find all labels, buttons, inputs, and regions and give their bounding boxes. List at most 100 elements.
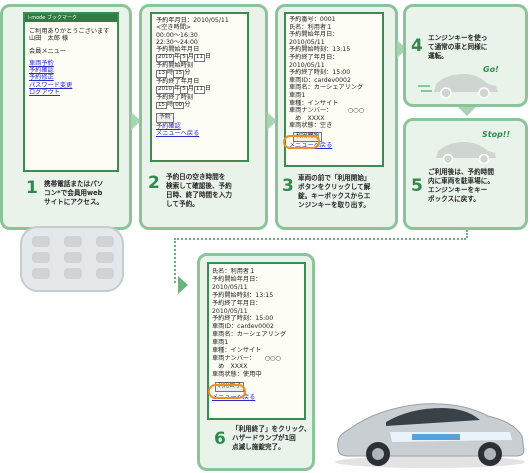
start-hour-select[interactable]: 13 <box>156 70 167 78</box>
menu-link-password[interactable]: パスワード変更 <box>29 81 73 89</box>
desc-line: 運転。 <box>428 52 448 60</box>
phone-key <box>96 268 114 279</box>
step-5-number: 5 <box>411 176 423 196</box>
step-6-phone-screen: 氏名：利用者１ 予約開始年月日： 2010/05/11 予約開始時刻：13:15… <box>207 262 306 420</box>
step-4-number: 4 <box>411 36 423 56</box>
arrow-4-to-5 <box>458 107 476 116</box>
reserve-button[interactable]: 予約 <box>156 113 174 123</box>
screen-2-label: 予約終了年月日 <box>156 77 200 85</box>
stop-label: Stop!! <box>482 130 511 139</box>
end-minute-select[interactable]: 00 <box>173 101 185 110</box>
screen-6-line: 車種：インサイト <box>212 347 262 355</box>
screen-3-line: 車両ナンバー： ○○○ <box>289 107 364 115</box>
screen-3-line: 予約開始時刻：13:15 <box>289 46 351 54</box>
step-6-number: 6 <box>214 429 226 449</box>
desc-line: サイトにアクセス。 <box>44 198 104 206</box>
screen-3-line: 車両ID：cardev0002 <box>289 76 351 84</box>
phone-key <box>64 268 82 279</box>
screen-2-line: 予約年月日：2010/05/11 <box>156 17 229 24</box>
screen-1-line: 山田 太郎 様 <box>29 35 69 43</box>
connector-line <box>174 238 176 283</box>
back-to-menu-link[interactable]: メニューへ戻る <box>289 141 333 149</box>
screen-1-line: ご利用ありがとうございます <box>29 28 110 35</box>
screen-6-line: 予約終了年月日： <box>212 299 262 307</box>
start-minute-select[interactable]: 15 <box>173 70 185 78</box>
desc-line: 日時、終了時間を入力 <box>166 191 232 199</box>
phone-key <box>64 236 82 247</box>
phone-key <box>96 236 114 247</box>
connector-line <box>466 230 468 238</box>
phone-keypad <box>20 226 124 292</box>
step-3-phone-screen: 予約番号：0001 氏名：利用者１ 予約開始年月日： 2010/05/11 予約… <box>284 12 384 167</box>
desc-line: 「利用終了」をクリック、 <box>232 425 311 433</box>
arrow-5-to-6 <box>178 276 188 294</box>
screen-3-line: 2010/05/11 <box>289 38 325 46</box>
screen-6-line: 車両名：カーシェアリング <box>212 331 287 339</box>
screen-2-label: 予約開始時刻 <box>156 61 194 69</box>
menu-link-modify[interactable]: 予約修正 <box>29 74 54 82</box>
desc-line: 携帯電話またはパソ <box>44 180 104 188</box>
desc-line: コン*で会員用web <box>44 189 103 197</box>
screen-3-line: 予約終了時刻：15:00 <box>289 69 351 77</box>
desc-line: ボックスに戻す。 <box>428 195 480 203</box>
driving-car-icon <box>418 74 498 99</box>
screen-6-line: 車両状態：使用中 <box>212 370 262 378</box>
step-1-phone-screen: i-mode ブックマーク ご利用ありがとうございます 山田 太郎 様 会員メニ… <box>23 12 119 172</box>
screen-1-content: ご利用ありがとうございます 山田 太郎 様 会員メニュー 車両予約 予約確認 予… <box>29 28 109 96</box>
end-hour-select[interactable]: 15 <box>156 101 167 110</box>
screen-1-header-text: i-mode ブックマーク <box>28 15 77 21</box>
desc-line: 錠。キーボックスからエ <box>298 192 371 200</box>
start-day-select[interactable]: 11 <box>193 54 205 62</box>
step-1-description: 携帯電話またはパソ コン*で会員用web サイトにアクセス。 <box>44 180 103 207</box>
step-5-description: ご利用後は、予約時間 内に車両を駐車場に。 エンジンキーをキー ボックスに戻す。 <box>428 168 494 204</box>
start-year-input[interactable]: 2010 <box>156 54 174 62</box>
screen-6-line: 車両1 <box>212 339 229 347</box>
screen-2-line: 22:30～24:00 <box>156 38 198 46</box>
desc-line: エンジンキーを使っ <box>428 34 488 42</box>
screen-2-line: 00:00～16:30 <box>156 31 198 39</box>
screen-2-label: 予約終了時刻 <box>156 93 194 101</box>
desc-line: ハザードランプが1回 <box>232 434 296 442</box>
screen-6-line: 車両ナンバー： ○○○ <box>212 354 281 362</box>
arrow-1-to-2 <box>131 112 141 130</box>
desc-line: 車両の前で「利用開始」 <box>298 174 371 182</box>
screen-3-line: 予約開始年月日： <box>289 31 339 39</box>
car-sharing-vehicle-icon <box>335 403 525 468</box>
back-to-menu-link[interactable]: メニューへ戻る <box>156 129 200 137</box>
menu-link-confirm[interactable]: 予約確認 <box>29 67 54 75</box>
screen-3-line: 予約終了年月日： <box>289 53 339 61</box>
parked-car-icon <box>436 142 496 164</box>
screen-2-content: 予約年月日：2010/05/11 <空き時間> 00:00～16:30 22:3… <box>156 17 229 137</box>
screen-3-line: め XXXX <box>289 114 325 122</box>
arrow-3-to-4 <box>397 40 407 58</box>
phone-key <box>64 252 82 263</box>
desc-line: ボタンをクリックして解 <box>298 183 371 191</box>
screen-6-line: 2010/05/11 <box>212 307 248 315</box>
step-2-description: 予約日の空き時間を 検索して確認後、予約 日時、終了時間を入力 して予約。 <box>166 173 232 209</box>
desc-line: 予約日の空き時間を <box>166 173 226 181</box>
phone-key <box>32 252 50 263</box>
end-year-input[interactable]: 2010 <box>156 86 174 94</box>
step-4-description: エンジンキーを使っ て通常の車と同様に 運転。 <box>428 34 487 61</box>
step-2-phone-screen: 予約年月日：2010/05/11 <空き時間> 00:00～16:30 22:3… <box>150 12 249 162</box>
phone-key <box>32 268 50 279</box>
screen-6-line: 予約終了時刻：15:00 <box>212 315 274 323</box>
menu-link-logout[interactable]: ログアウト <box>29 89 60 97</box>
end-month-select[interactable]: 5 <box>180 86 188 94</box>
desc-line: エンジンキーをキー <box>428 186 488 194</box>
phone-key <box>32 236 50 247</box>
start-use-highlight <box>283 135 320 149</box>
start-month-select[interactable]: 5 <box>180 54 188 62</box>
screen-3-line: 車両名：カーシェアリング <box>289 84 364 92</box>
reservation-check-link[interactable]: 予約確認 <box>156 122 181 130</box>
screen-6-content: 氏名：利用者１ 予約開始年月日： 2010/05/11 予約開始時刻：13:15… <box>212 268 286 402</box>
screen-2-line: <空き時間> <box>156 24 192 32</box>
desc-line: して予約。 <box>166 200 199 208</box>
arrow-2-to-3 <box>267 112 277 130</box>
end-day-select[interactable]: 11 <box>193 86 205 94</box>
connector-line <box>174 238 466 240</box>
screen-6-line: 予約開始時刻：13:15 <box>212 291 274 299</box>
menu-link-reserve[interactable]: 車両予約 <box>29 59 54 67</box>
